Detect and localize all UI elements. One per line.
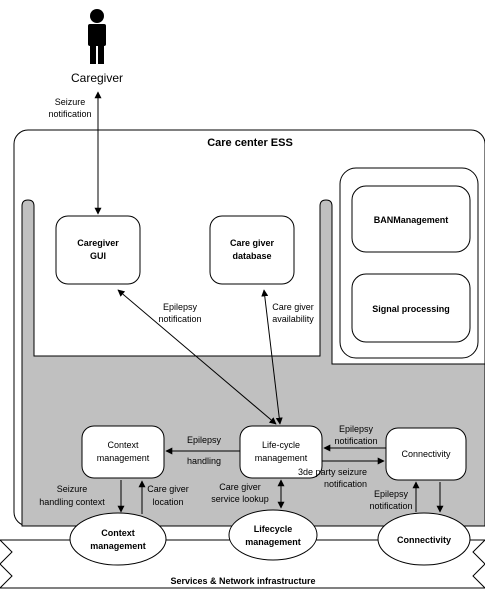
connectivity-service-ellipse — [377, 512, 471, 566]
lifecycle-service-label-2: management — [245, 537, 301, 547]
caregiver-gui-label-1: Caregiver — [77, 238, 119, 248]
epilepsy-notification-gui-label-1: Epilepsy — [163, 302, 198, 312]
ban-management-box — [351, 185, 471, 253]
third-party-seizure-label-2: notification — [324, 479, 367, 489]
caregiver-gui-box — [55, 215, 141, 285]
lifecycle-management-box — [239, 425, 323, 479]
ban-management-label: BANManagement — [374, 215, 449, 225]
seizure-handling-context-label-2: handling context — [39, 497, 105, 507]
care-giver-service-lookup-label-2: service lookup — [211, 494, 269, 504]
context-management-label-2: management — [97, 453, 150, 463]
epilepsy-notification-gui-label-2: notification — [158, 314, 201, 324]
seizure-handling-context-label-1: Seizure — [57, 484, 88, 494]
caregiver-database-label-2: database — [232, 251, 271, 261]
care-giver-availability-label-1: Care giver — [272, 302, 314, 312]
third-party-seizure-label-1: 3de party seizure — [298, 467, 367, 477]
care-giver-location-label-1: Care giver — [147, 484, 189, 494]
context-management-box — [81, 425, 165, 479]
seizure-notification-label-2: notification — [48, 109, 91, 119]
system-title: Care center ESS — [207, 137, 293, 149]
lifecycle-management-label-2: management — [255, 453, 308, 463]
epilepsy-notification-conn-label-1: Epilepsy — [339, 424, 374, 434]
lifecycle-service-label-1: Lifecycle — [254, 524, 293, 534]
caregiver-gui-label-2: GUI — [90, 251, 106, 261]
caregiver-database-box — [209, 215, 295, 285]
lifecycle-service-ellipse — [228, 509, 318, 561]
epilepsy-handling-label-2: handling — [187, 456, 221, 466]
context-service-label-1: Context — [101, 528, 135, 538]
epilepsy-notification-bottom-label-1: Epilepsy — [374, 489, 409, 499]
connectivity-label: Connectivity — [401, 449, 451, 459]
context-management-label-1: Context — [107, 440, 139, 450]
connectivity-service-label: Connectivity — [397, 535, 451, 545]
care-giver-availability-label-2: availability — [272, 314, 314, 324]
lifecycle-management-label-1: Life-cycle — [262, 440, 300, 450]
context-service-label-2: management — [90, 541, 146, 551]
caregiver-database-label-1: Care giver — [230, 238, 275, 248]
care-giver-service-lookup-label-1: Care giver — [219, 482, 261, 492]
caregiver-actor: Caregiver — [71, 9, 123, 85]
arrow-database-lifecycle — [261, 289, 283, 425]
epilepsy-handling-label-1: Epilepsy — [187, 435, 222, 445]
connectivity-box — [385, 427, 467, 481]
arrow-gui-lifecycle — [117, 289, 277, 425]
actor-label: Caregiver — [71, 71, 123, 85]
signal-processing-box — [351, 273, 471, 343]
person-icon — [88, 9, 106, 64]
signal-processing-label: Signal processing — [372, 304, 450, 314]
infrastructure-label: Services & Network infrastructure — [170, 576, 315, 586]
epilepsy-notification-conn-label-2: notification — [334, 436, 377, 446]
context-service-ellipse — [69, 512, 167, 566]
epilepsy-notification-bottom-label-2: notification — [369, 501, 412, 511]
seizure-notification-label-1: Seizure — [55, 97, 86, 107]
care-giver-location-label-2: location — [152, 497, 183, 507]
